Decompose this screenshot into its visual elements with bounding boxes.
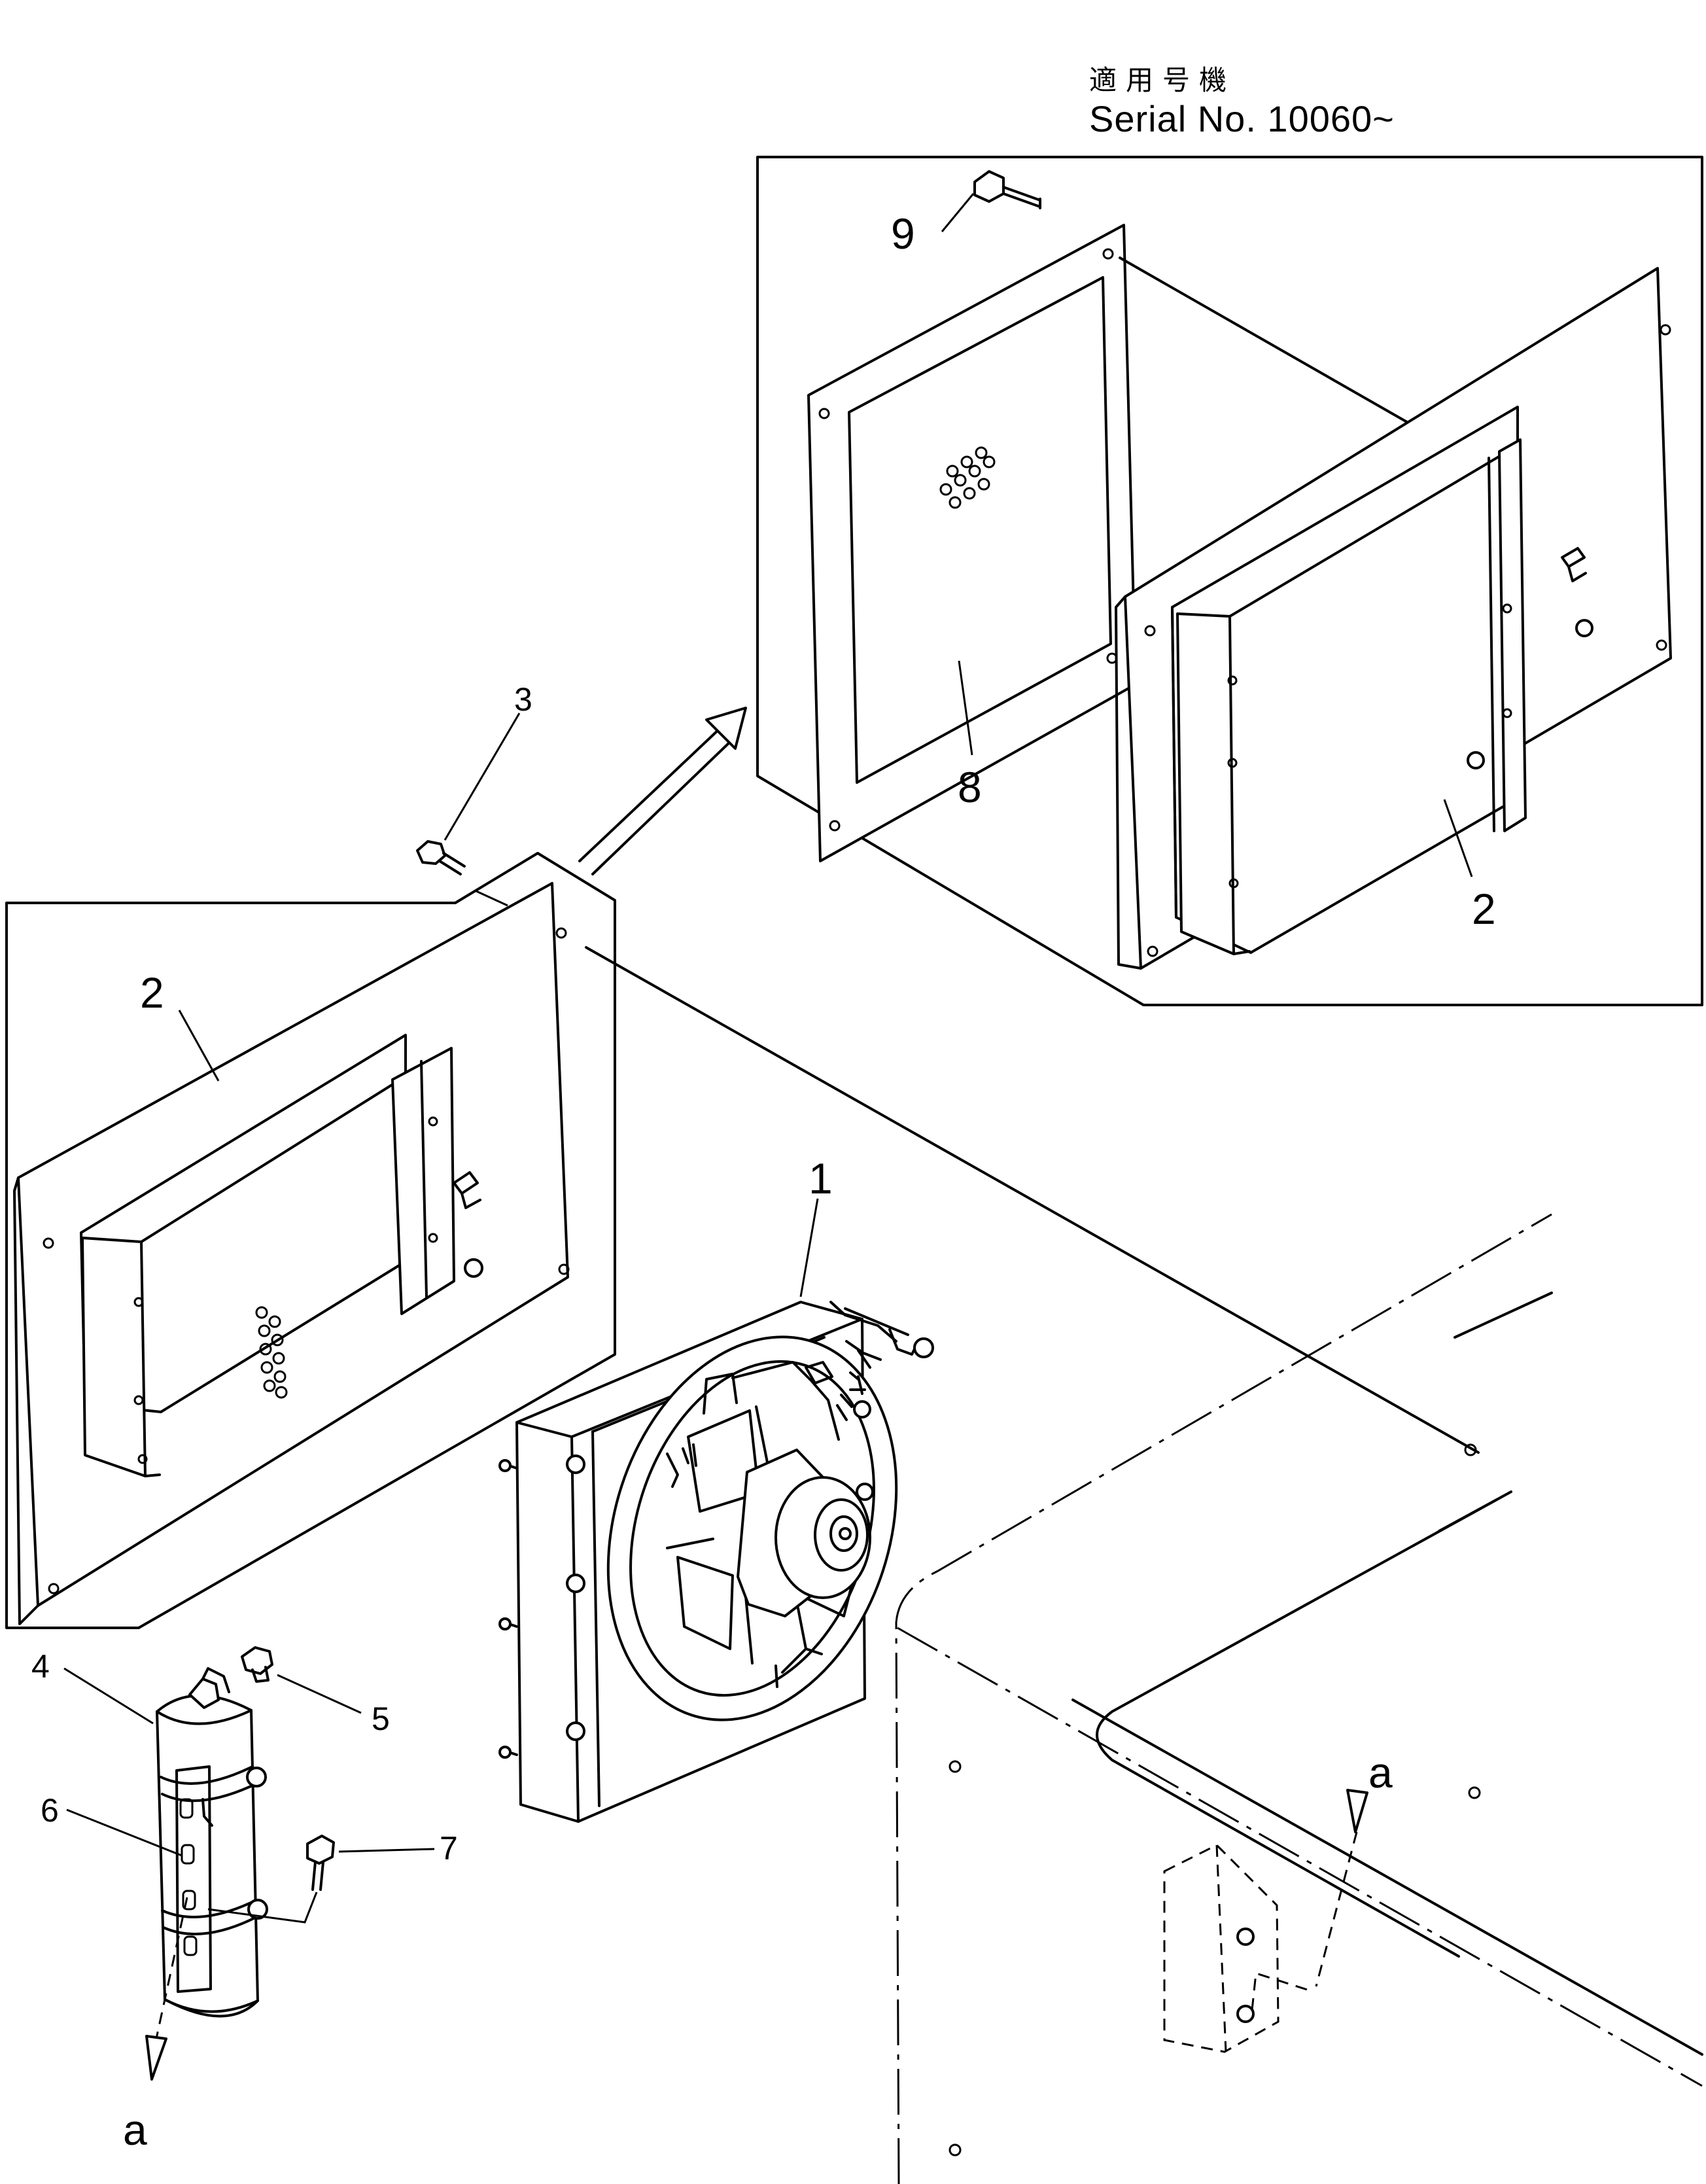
callout-9: 9 <box>891 209 915 258</box>
gasket-plate-8 <box>807 224 1137 862</box>
callout-5: 5 <box>372 1700 390 1737</box>
leader-1 <box>799 1198 819 1297</box>
bolt-7-axis <box>207 1892 318 1924</box>
callout-4: 4 <box>31 1648 50 1685</box>
ref-label-a-drier: a <box>123 2105 147 2154</box>
cab-body <box>895 1213 1703 2184</box>
leader-5 <box>277 1674 362 1714</box>
receiver-drier-4 <box>156 1667 268 2018</box>
callout-8: 8 <box>958 763 982 811</box>
leader-8 <box>958 660 973 756</box>
ref-arrow-a-body <box>1315 1789 1368 1987</box>
callout-3: 3 <box>514 681 532 718</box>
bolt-9 <box>973 170 1041 209</box>
leader-9 <box>941 193 975 232</box>
leader-3 <box>444 713 521 841</box>
callout-2-inset: 2 <box>1472 885 1496 933</box>
ref-label-a-body: a <box>1368 1748 1393 1797</box>
serial-number-label: Serial No. 10060~ <box>1089 98 1395 139</box>
inset-frame <box>756 156 1703 1006</box>
bolt-7 <box>306 1835 335 1891</box>
condenser-fan-unit-1 <box>498 1301 934 1823</box>
callout-1: 1 <box>809 1154 833 1203</box>
leader-2-main <box>178 1010 220 1082</box>
assembly-line-main <box>585 946 1480 1454</box>
detail-arrow <box>578 707 747 875</box>
panel-2-main <box>5 852 616 1629</box>
panel-2-inset <box>1115 267 1672 970</box>
leader-2-inset <box>1443 799 1473 877</box>
leader-7 <box>338 1848 435 1853</box>
callout-7: 7 <box>440 1830 458 1867</box>
ref-arrow-a-drier <box>145 1897 188 2081</box>
callout-2-main: 2 <box>140 968 164 1017</box>
callout-6: 6 <box>41 1792 59 1829</box>
serial-header: 適用号機 Serial No. 10060~ <box>1089 67 1395 137</box>
applicable-models-label: 適用号機 <box>1089 64 1236 96</box>
bolt-3-axis <box>476 890 508 907</box>
bolt-3 <box>416 840 466 875</box>
fitting-5 <box>241 1646 273 1683</box>
leader-6 <box>66 1808 183 1857</box>
leader-4 <box>63 1667 154 1725</box>
